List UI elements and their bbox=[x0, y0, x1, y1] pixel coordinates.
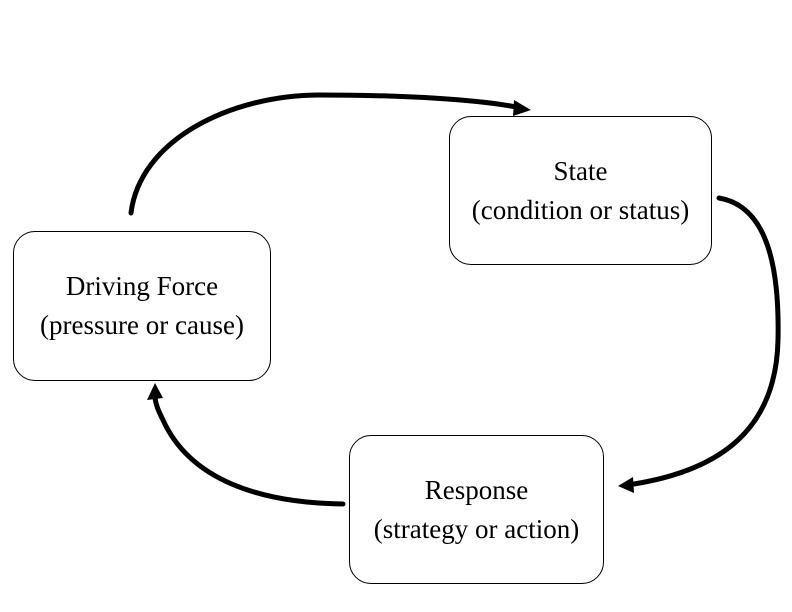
arrow-driving-to-state bbox=[128, 92, 519, 216]
driving-force-subtitle: (pressure or cause) bbox=[40, 310, 244, 340]
driving-force-title: Driving Force bbox=[65, 271, 219, 301]
driving-force-node: Driving Force (pressure or cause) bbox=[13, 231, 271, 381]
response-title: Response bbox=[424, 474, 529, 505]
state-subtitle: (condition or status) bbox=[471, 194, 690, 225]
arrowhead-state bbox=[513, 100, 531, 116]
state-node: State (condition or status) bbox=[449, 116, 712, 265]
arrowhead-response bbox=[618, 477, 634, 493]
arrow-state-to-response bbox=[631, 195, 781, 487]
response-node: Response (strategy or action) bbox=[349, 435, 604, 584]
arrow-response-to-driving bbox=[152, 395, 346, 507]
arrowhead-driving bbox=[147, 383, 163, 400]
state-title: State bbox=[553, 155, 608, 186]
response-subtitle: (strategy or action) bbox=[373, 513, 580, 544]
